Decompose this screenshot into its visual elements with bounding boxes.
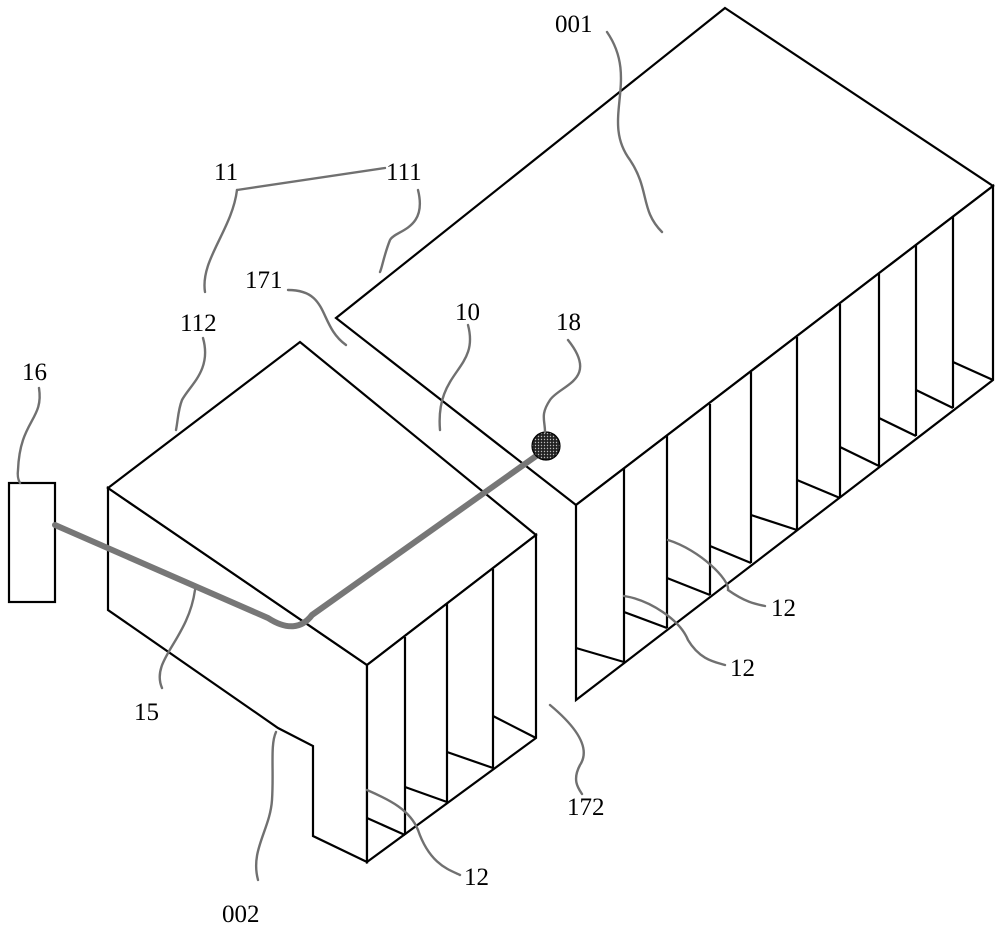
large-box-001 [334,6,995,703]
label-16: 16 [22,359,47,386]
leader-12-lower [365,788,462,877]
label-002: 002 [222,901,260,928]
label-171: 171 [245,267,283,294]
cable-15 [52,446,549,630]
leader-lines [16,30,767,882]
label-15: 15 [134,699,159,726]
small-box-fin-channels [366,569,537,837]
leader-12-upper [666,538,767,608]
leader-18 [542,338,582,434]
label-172: 172 [567,794,605,821]
leader-001 [605,30,664,234]
label-11: 11 [214,159,238,186]
controller-box-16 [7,481,57,604]
label-10: 10 [455,299,480,326]
label-12-lower: 12 [464,864,489,891]
leader-11-bracket [235,166,387,192]
small-box-002 [106,340,538,865]
label-112: 112 [180,310,217,337]
leader-172 [548,703,585,796]
label-18: 18 [556,309,581,336]
label-12-middle: 12 [730,655,755,682]
leader-111 [378,188,421,274]
leader-171 [286,288,348,347]
label-12-upper: 12 [771,595,796,622]
label-001: 001 [555,11,593,38]
sensor-18 [531,431,561,461]
leader-002 [254,730,278,882]
leader-15 [158,588,197,690]
leader-112 [174,336,207,432]
large-box-fin-channels [575,217,994,664]
label-111: 111 [386,159,422,186]
leader-16 [16,386,41,485]
leader-11-to-112 [203,188,239,294]
leader-10 [438,323,472,432]
leader-12-middle [622,594,727,667]
callout-labels: 001 11 111 171 112 10 18 16 12 12 15 172… [22,11,796,928]
